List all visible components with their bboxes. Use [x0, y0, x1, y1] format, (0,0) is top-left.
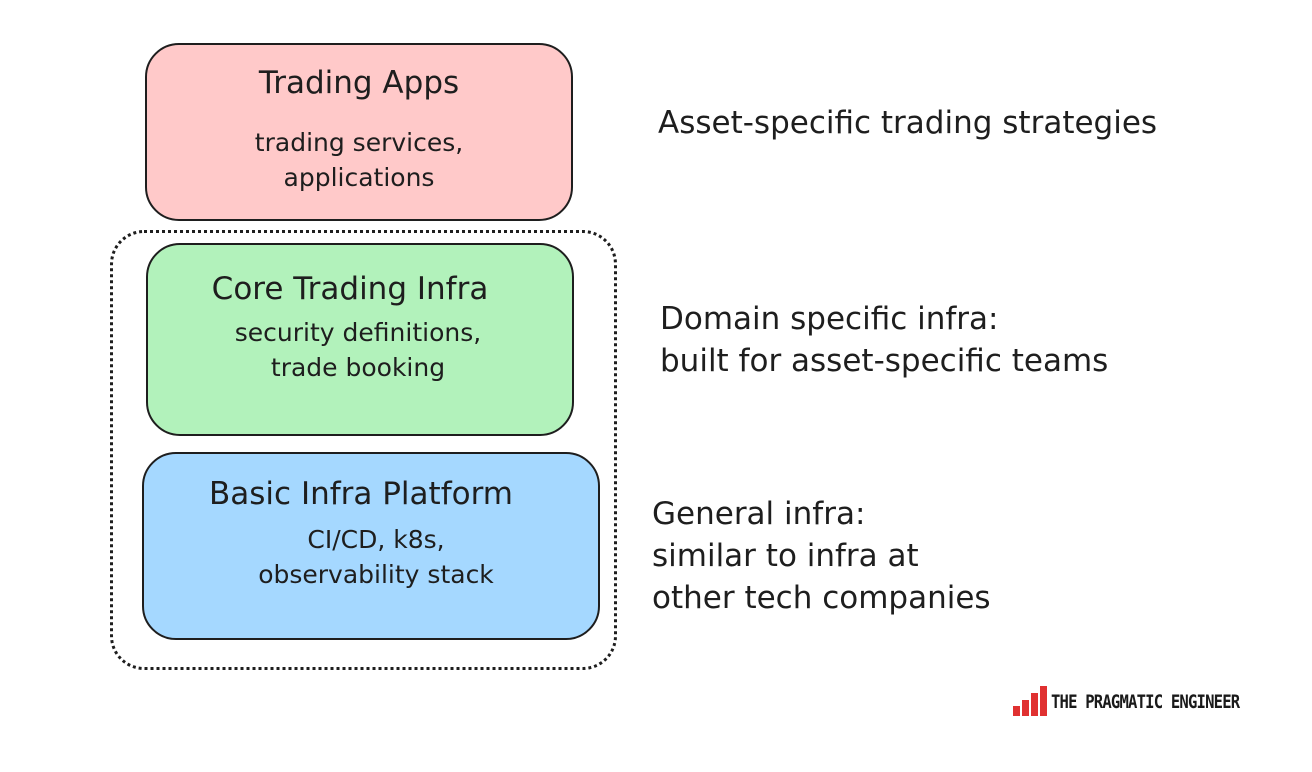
- basic-infra-platform-description: CI/CD, k8s, observability stack: [258, 525, 494, 589]
- brand-name: THE PRAGMATIC ENGINEER: [1051, 691, 1240, 713]
- trading-apps-title: Trading Apps: [258, 65, 460, 101]
- bar-chart-logo-icon: [1013, 686, 1047, 716]
- trading-apps-annotation: Asset-specific trading strategies: [658, 105, 1158, 141]
- trading-apps-box: Trading Apps trading services, applicati…: [145, 43, 573, 221]
- core-trading-infra-title: Core Trading Infra: [211, 271, 489, 307]
- core-infra-annotation: Domain specific infra: built for asset-s…: [660, 301, 1109, 380]
- basic-infra-platform-box: Basic Infra Platform CI/CD, k8s, observa…: [142, 452, 600, 640]
- core-trading-infra-box: Core Trading Infra security definitions,…: [146, 243, 574, 436]
- infra-group-outline: [110, 230, 617, 670]
- core-trading-infra-description: security definitions, trade booking: [234, 318, 482, 382]
- basic-infra-annotation: General infra: similar to infra at other…: [652, 496, 991, 617]
- basic-infra-platform-title: Basic Infra Platform: [209, 476, 513, 512]
- trading-apps-description: trading services, applications: [254, 128, 464, 192]
